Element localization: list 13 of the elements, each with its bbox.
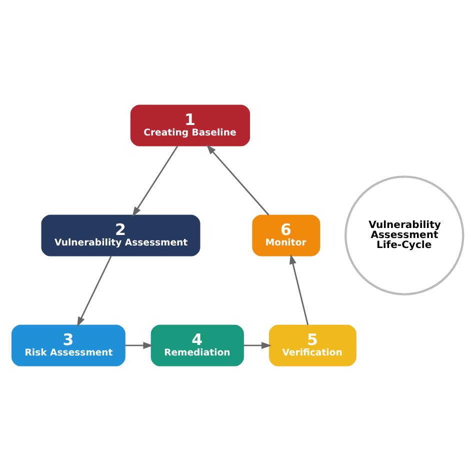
arrow <box>206 144 269 215</box>
arrow <box>76 255 112 326</box>
arrow <box>243 341 272 348</box>
node-box: 2 Vulnerability Assessment <box>40 214 200 256</box>
node-box: 3 Risk Assessment <box>11 324 125 366</box>
arrow <box>124 341 153 348</box>
arrow <box>132 145 178 216</box>
node-box: 4 Remediation <box>150 324 244 366</box>
node-box: 1 Creating Baseline <box>130 104 250 146</box>
node-box: 6 Monitor <box>252 214 320 256</box>
node-box: 5 Verification <box>268 324 356 366</box>
arrow <box>289 254 308 325</box>
node-circle: Vulnerability Assessment Life-Cycle <box>344 175 464 295</box>
